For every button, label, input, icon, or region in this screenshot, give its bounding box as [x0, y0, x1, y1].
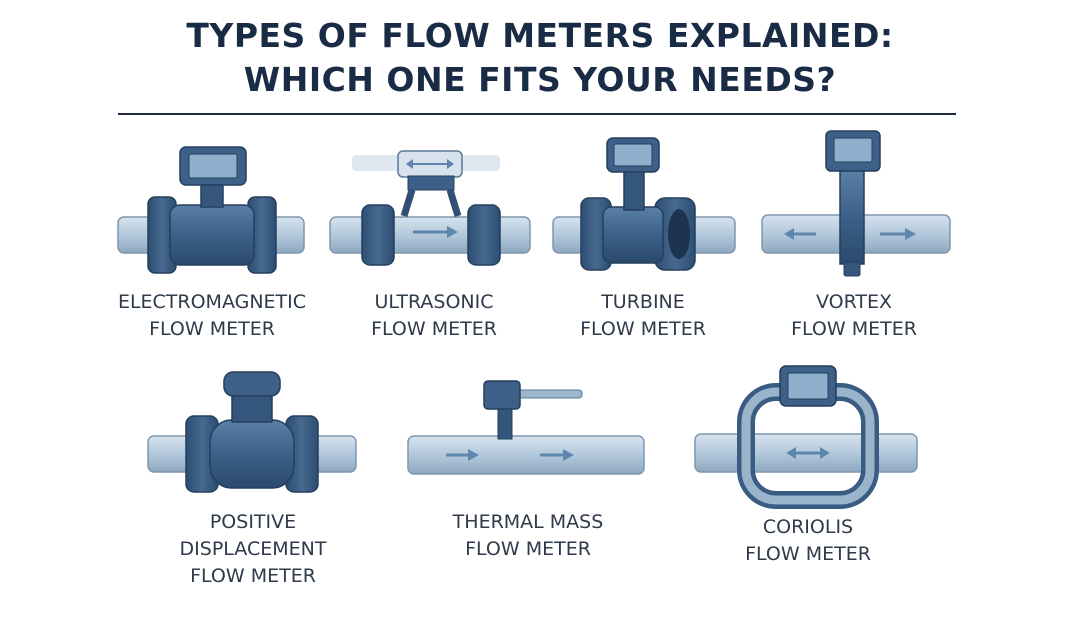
vortex-meter-icon: [761, 130, 951, 277]
label-vortex: VORTEX FLOW METER: [791, 291, 917, 340]
turbine-meter-icon: [552, 137, 736, 271]
electromagnetic-meter-icon: [117, 146, 305, 274]
ultrasonic-meter-icon: [329, 150, 531, 266]
label-ultrasonic: ULTRASONIC FLOW METER: [371, 291, 497, 340]
label-turbine: TURBINE FLOW METER: [580, 291, 706, 340]
label-electromagnetic: ELECTROMAGNETIC FLOW METER: [117, 291, 307, 340]
label-coriolis: CORIOLIS FLOW METER: [745, 516, 871, 565]
thermal-mass-meter-icon: [407, 380, 645, 475]
title-line-2: WHICH ONE FITS YOUR NEEDS?: [243, 60, 837, 99]
label-positive-displacement: POSITIVE DISPLACEMENT FLOW METER: [179, 511, 327, 587]
page-title: TYPES OF FLOW METERS EXPLAINED: WHICH ON…: [0, 14, 1080, 102]
label-thermal-mass: THERMAL MASS FLOW METER: [452, 511, 604, 560]
coriolis-meter-icon: [694, 365, 918, 509]
title-line-1: TYPES OF FLOW METERS EXPLAINED:: [186, 16, 894, 55]
title-divider: [118, 113, 956, 115]
positive-displacement-meter-icon: [147, 371, 357, 493]
